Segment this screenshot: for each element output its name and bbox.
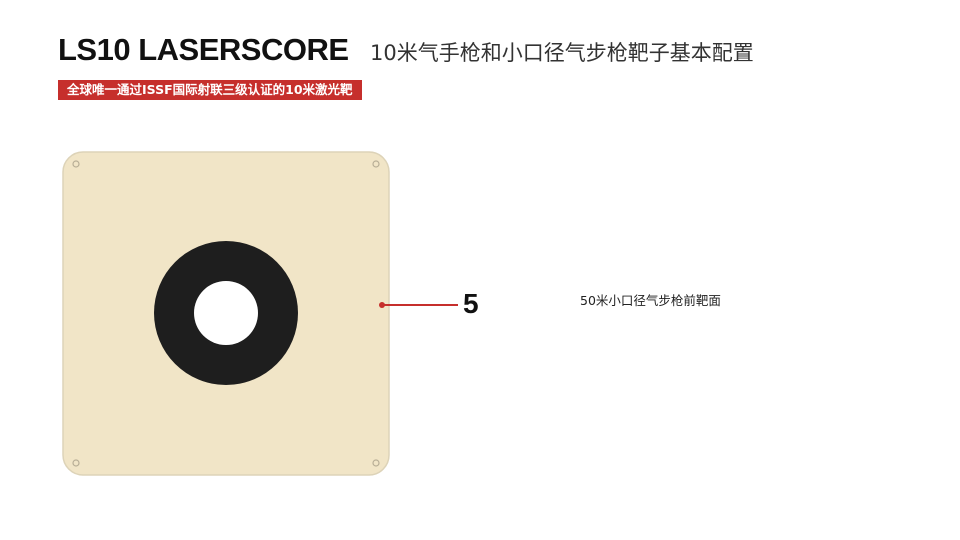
page-subtitle: 10米气手枪和小口径气步枪靶子基本配置 xyxy=(370,41,754,65)
page-title: LS10 LASERSCORE xyxy=(58,32,349,67)
certification-banner: 全球唯一通过ISSF国际射联三级认证的10米激光靶 xyxy=(58,80,362,100)
target-face-image xyxy=(62,151,390,476)
callout-number: 5 xyxy=(463,288,479,319)
callout-dot xyxy=(379,302,385,308)
mounting-hole-top-left xyxy=(72,160,80,168)
target-white-center xyxy=(194,281,258,345)
target-illustration xyxy=(58,148,394,480)
callout-line xyxy=(382,304,458,306)
mounting-hole-top-right xyxy=(372,160,380,168)
callout-description: 50米小口径气步枪前靶面 xyxy=(580,293,721,308)
mounting-hole-bottom-right xyxy=(372,459,380,467)
mounting-hole-bottom-left xyxy=(72,459,80,467)
